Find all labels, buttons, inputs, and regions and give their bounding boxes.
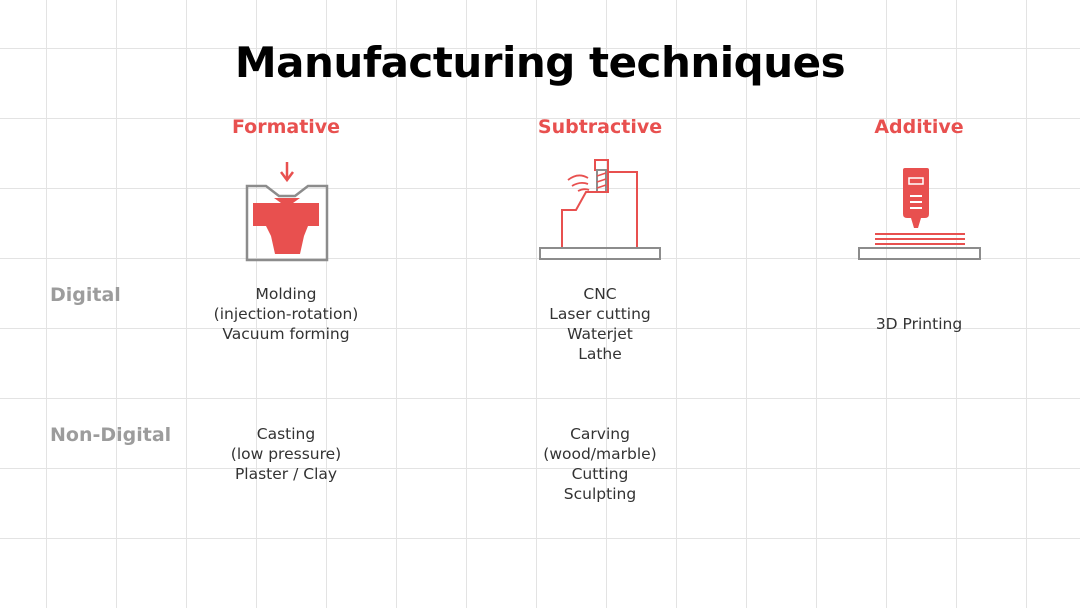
- cell-digital-additive: 3D Printing: [799, 314, 1039, 334]
- cell-line: (low pressure): [230, 445, 342, 463]
- molding-icon: [245, 162, 329, 262]
- cell-line: Lathe: [578, 345, 622, 363]
- cell-line: Waterjet: [567, 325, 633, 343]
- cell-non-digital-subtractive: Carving (wood/marble) Cutting Sculpting: [480, 424, 720, 504]
- cell-line: Sculpting: [563, 485, 637, 503]
- row-label-non-digital: Non-Digital: [50, 424, 172, 446]
- column-header-formative: Formative: [231, 116, 341, 138]
- cnc-milling-icon: [539, 159, 661, 260]
- cell-line: (injection-rotation): [213, 305, 359, 323]
- page-title: Manufacturing techniques: [234, 38, 846, 87]
- cell-line: Molding: [255, 285, 317, 303]
- cell-line: (wood/marble): [543, 445, 657, 463]
- cell-non-digital-formative: Casting (low pressure) Plaster / Clay: [166, 424, 406, 484]
- row-label-digital: Digital: [50, 284, 121, 306]
- column-header-subtractive: Subtractive: [537, 116, 663, 138]
- cell-line: Cutting: [571, 465, 629, 483]
- column-header-additive: Additive: [874, 116, 964, 138]
- cell-line: Laser cutting: [549, 305, 651, 323]
- cell-digital-subtractive: CNC Laser cutting Waterjet Lathe: [480, 284, 720, 364]
- cell-digital-formative: Molding (injection-rotation) Vacuum form…: [166, 284, 406, 344]
- cell-line: CNC: [583, 285, 617, 303]
- cell-line: Plaster / Clay: [234, 465, 338, 483]
- 3d-printer-icon: [858, 168, 981, 260]
- cell-line: 3D Printing: [875, 315, 963, 333]
- cell-line: Vacuum forming: [222, 325, 350, 343]
- cell-line: Casting: [256, 425, 316, 443]
- cell-line: Carving: [570, 425, 630, 443]
